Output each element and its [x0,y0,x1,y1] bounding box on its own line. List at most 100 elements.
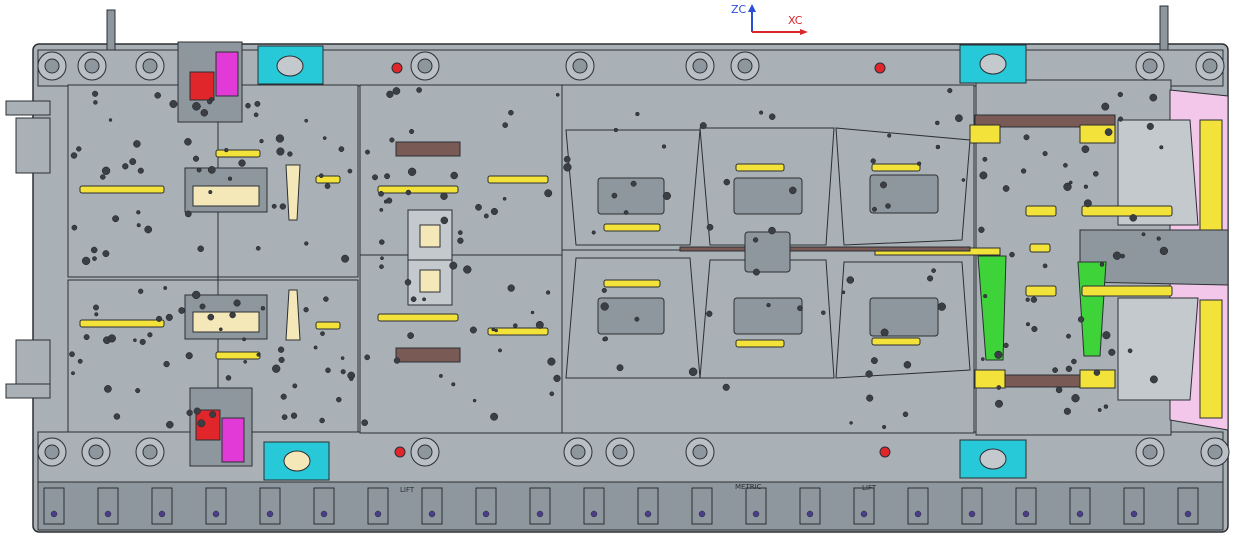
yellow-key [215,351,261,360]
bolt-hole [1112,251,1122,260]
brown-bar-top-right [974,114,1116,128]
bolt-hole [405,189,412,196]
bolt-hole [340,369,346,375]
bolt-hole [184,210,192,218]
bolt-hole [440,216,449,225]
guide-bushing-core [88,444,104,460]
base-foot [259,487,281,525]
bolt-hole [821,310,826,315]
bolt-hole [887,133,892,138]
bolt-hole [549,391,555,397]
bolt-hole [138,288,144,294]
guide-bushing-core [44,444,60,460]
base-foot [43,487,65,525]
bolt-hole [1099,262,1105,267]
bolt-hole [865,370,873,378]
yellow-block-top-right-a [969,124,1001,144]
guide-bushing-core [142,444,158,460]
base-foot [475,487,497,525]
bolt-hole [378,190,384,197]
bolt-hole [178,307,186,314]
bolt-hole [209,411,217,418]
bolt-hole [927,275,934,282]
bolt-hole [163,360,170,368]
bolt-hole [494,328,498,333]
bolt-hole [947,88,953,94]
window-c-lower [869,297,939,337]
guide-bushing-core [142,58,158,74]
guide-bushing-core [1142,58,1158,74]
guide-posts [5,5,1169,399]
bolt-hole [304,118,309,123]
bolt-hole [1159,145,1164,150]
bolt-hole [880,328,889,337]
bolt-hole [218,327,223,332]
bolt-hole [392,87,401,95]
bolt-hole [872,206,877,212]
bolt-hole [94,312,99,317]
bolt-hole [70,152,78,159]
wedge-lower [285,289,301,341]
bolt-hole [71,371,75,376]
bolt-hole [324,183,331,189]
bolt-hole [389,137,395,143]
base-foot-bolt [428,510,436,518]
bolt-hole [490,207,498,216]
base-foot [1177,487,1199,525]
guide-bushing-core [417,444,433,460]
bolt-hole [169,100,178,108]
bolt-hole [193,407,201,415]
bolt-hole [313,345,318,350]
engraved-lift-right: LIFT [862,484,877,492]
engraved-metric: METRIC [735,483,762,491]
bolt-hole [1055,386,1063,394]
bolt-hole [880,181,887,189]
bolt-hole [281,414,288,420]
base-foot-bolt [212,510,220,518]
bolt-hole [69,351,75,358]
bolt-hole [463,265,472,274]
z-axis-arrow [748,4,756,12]
bolt-hole [469,326,477,334]
cam-top-red [189,71,215,101]
cam-bottom-magenta [221,417,245,463]
bolt-hole [238,159,246,167]
bolt-hole [93,304,99,311]
guide-bushing-core [1142,444,1158,460]
base-foot [853,487,875,525]
bolt-hole [192,102,201,111]
base-foot [583,487,605,525]
bolt-hole [409,128,415,135]
bolt-hole [163,286,168,290]
bolt-hole [304,241,309,246]
bolt-hole [530,310,535,315]
base-foot-bolt [266,510,274,518]
guide-bushing-core [84,58,100,74]
left-ear-upper-block [15,117,51,174]
bolt-hole [688,367,698,377]
bolt-hole [340,356,345,360]
bolt-hole [320,331,325,336]
bolt-hole [133,338,137,343]
bolt-hole [93,100,98,105]
strip-center-line [679,246,971,252]
yellow-key [315,321,341,330]
engraved-labels: LIFT METRIC LIFT [400,483,877,494]
station-windows [597,174,939,337]
base-foot-bolt [320,510,328,518]
bolt-hole [979,171,988,180]
bolt-hole [379,207,384,212]
insert-mid-b-tan [419,269,441,293]
bolt-hole [1101,102,1110,111]
bolt-hole [600,302,609,311]
bolt-hole [1149,93,1158,102]
bolt-hole [1009,251,1015,258]
bolt-hole [1092,170,1099,177]
bolt-hole [416,87,422,93]
base-foot-bolt [50,510,58,518]
bolt-hole [207,166,216,174]
bolt-hole [544,189,553,198]
bolt-hole [846,276,855,284]
